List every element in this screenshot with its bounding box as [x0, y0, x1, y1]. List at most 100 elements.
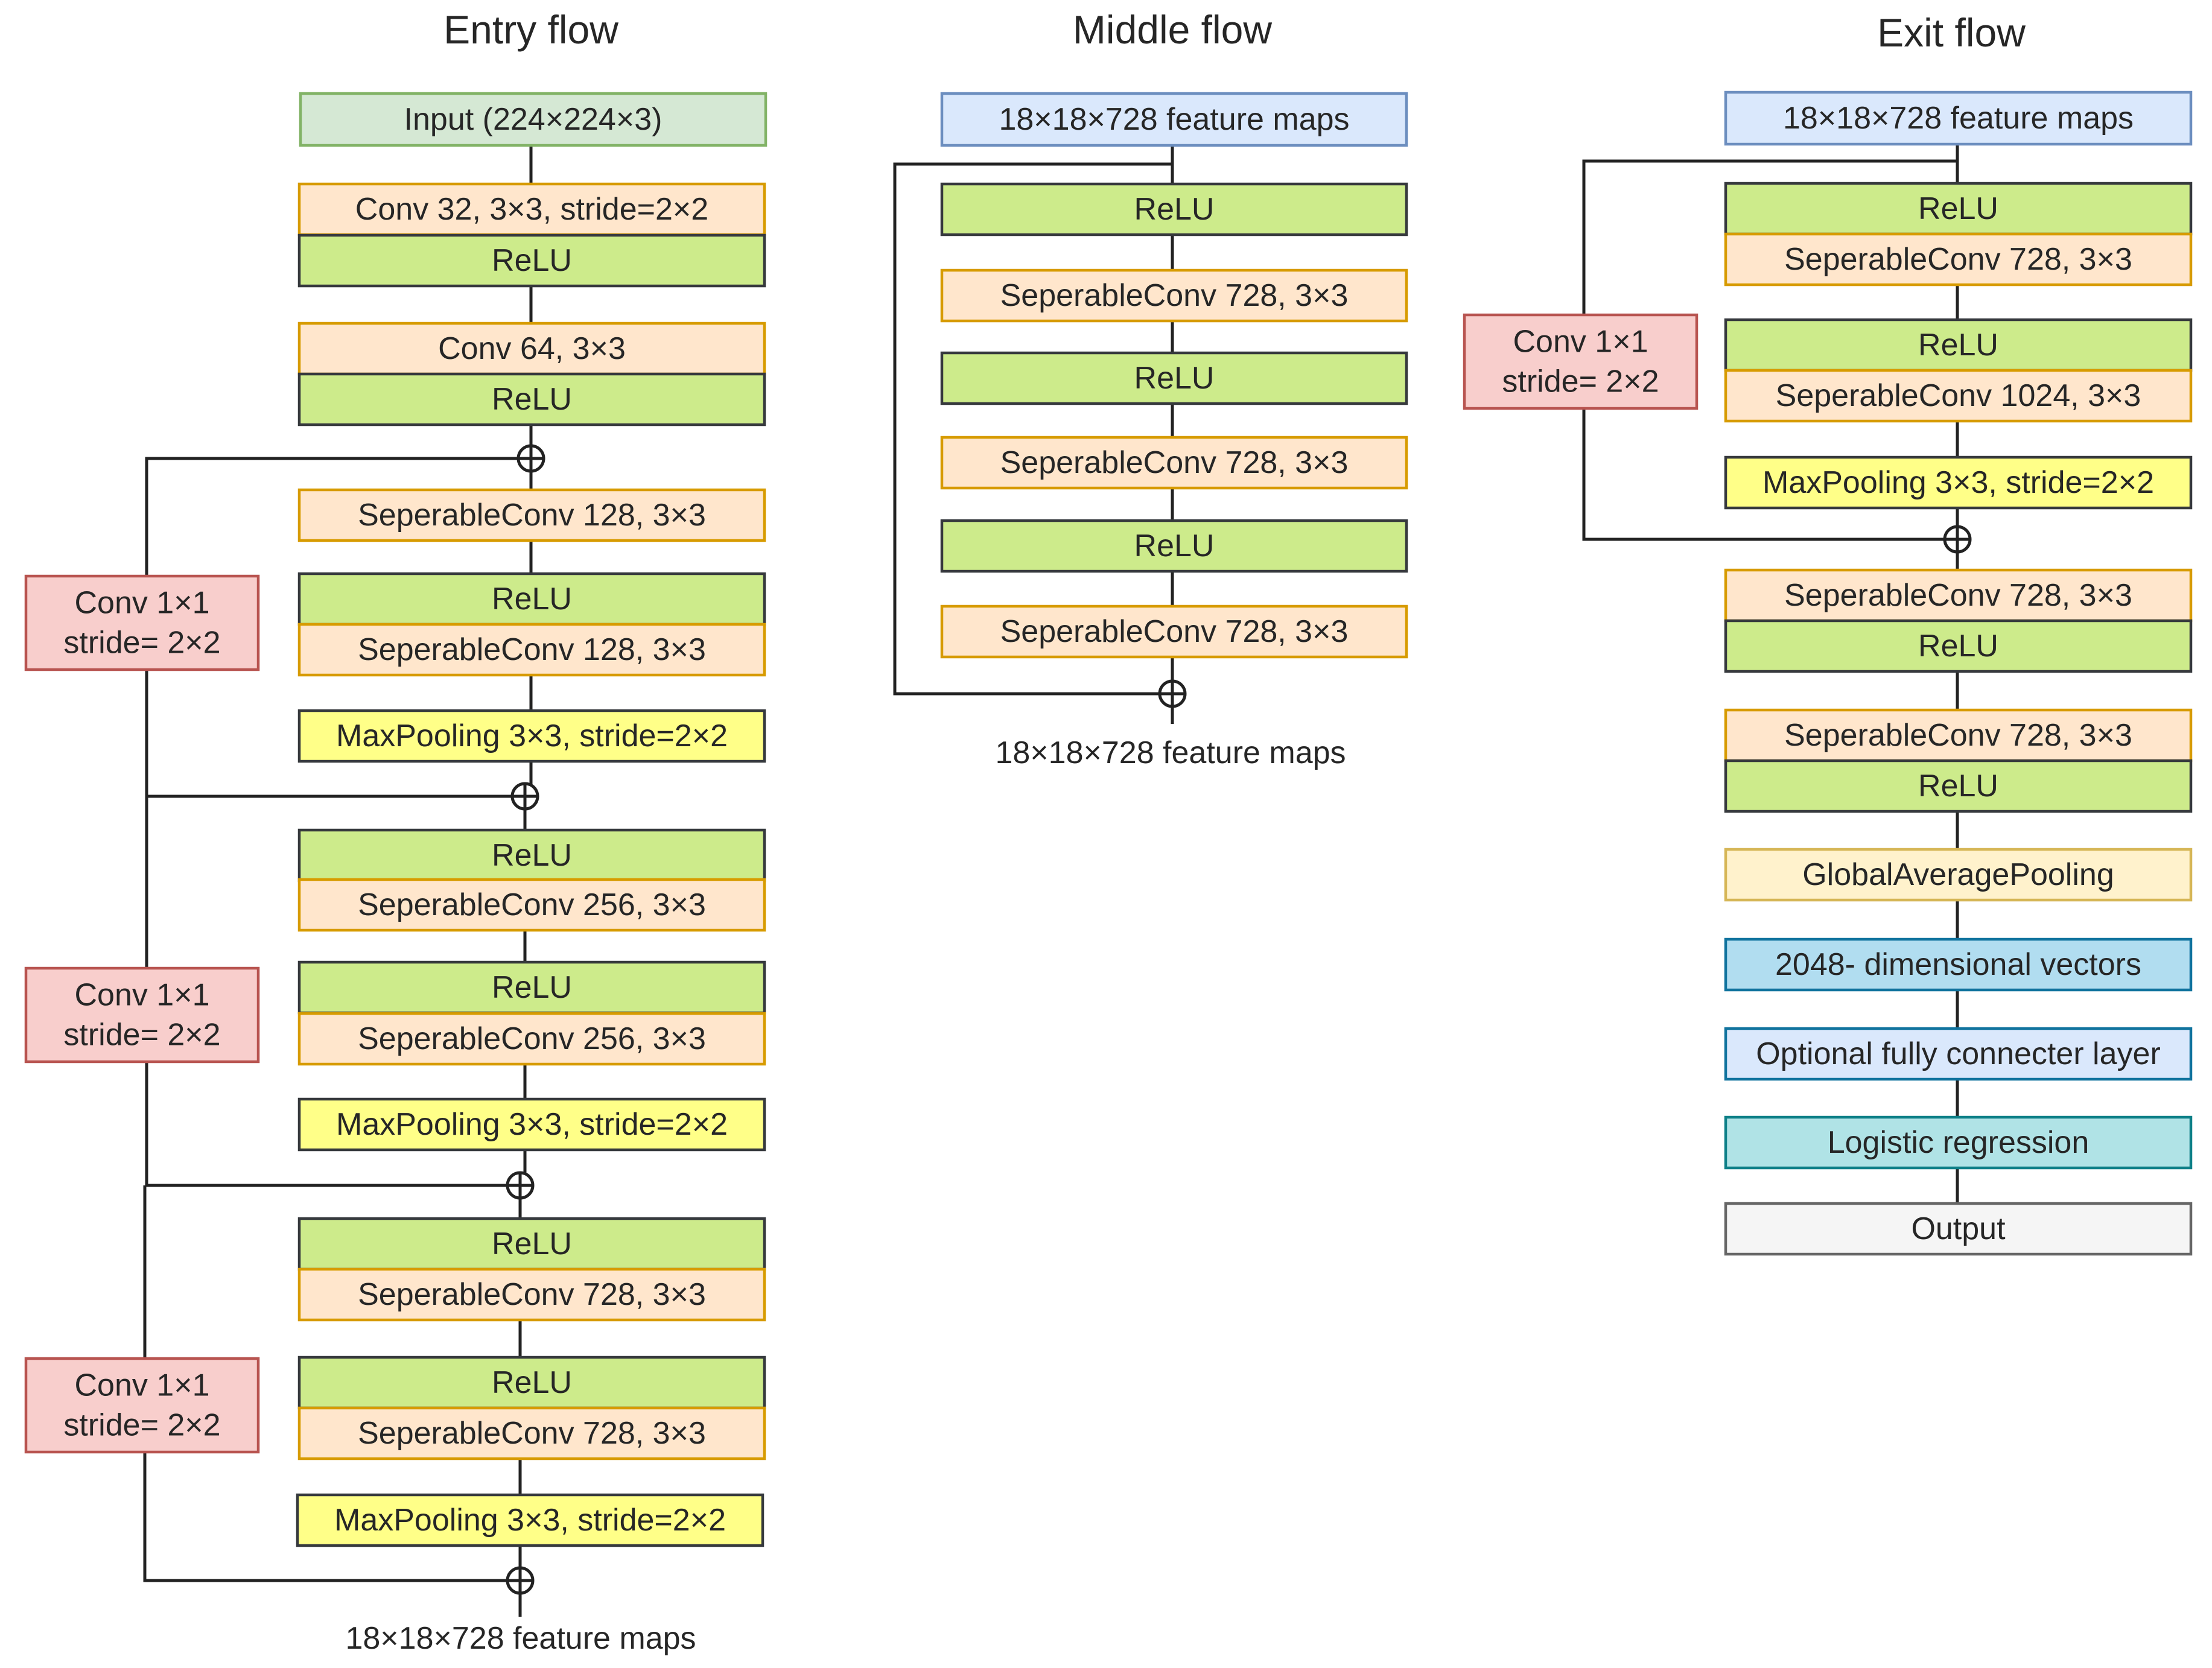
entry-relu2-box: ReLU — [297, 372, 766, 427]
entry-conv64-box-label: Conv 64, 3×3 — [438, 331, 626, 366]
exit-fc-box: Optional fully connecter layer — [1724, 1027, 2193, 1081]
exit-gap-box: GlobalAveragePooling — [1724, 848, 2193, 902]
middle-relu1-box-label: ReLU — [1134, 192, 1215, 227]
entry-sep256b-box: SeperableConv 256, 3×3 — [297, 1012, 766, 1066]
entry-pool1-box-label: MaxPooling 3×3, stride=2×2 — [336, 718, 728, 753]
exit-vectors-box-label: 2048- dimensional vectors — [1775, 947, 2141, 982]
layer-boxes: Input (224×224×3)Conv 32, 3×3, stride=2×… — [24, 90, 2193, 1547]
exit-relu3-box-rect — [1724, 619, 2193, 673]
entry-sep256b-box-label: SeperableConv 256, 3×3 — [358, 1021, 706, 1056]
exit-shortcut-box-label-1: Conv 1×1 — [1513, 325, 1648, 360]
exit-relu4-box-rect — [1724, 759, 2193, 813]
exit-relu2-box-label: ReLU — [1918, 328, 1998, 363]
exit-fc-box-label: Optional fully connecter layer — [1756, 1036, 2161, 1071]
entry-relu2-box-label: ReLU — [492, 382, 572, 417]
entry-relu3-box-label: ReLU — [492, 582, 572, 617]
exit-vectors-box-rect — [1724, 937, 2193, 992]
middle-input-box: 18×18×728 feature maps — [940, 92, 1408, 147]
exit-shortcut-box: Conv 1×1 stride= 2×2 — [1463, 313, 1699, 410]
entry-conv32-box-label: Conv 32, 3×3, stride=2×2 — [355, 192, 708, 227]
entry-sep256a-box-rect — [297, 878, 766, 932]
exit-add-node — [1943, 525, 1972, 554]
exit-sep728b-box: SeperableConv 728, 3×3 — [1724, 568, 2193, 623]
entry-pool3-box-label: MaxPooling 3×3, stride=2×2 — [334, 1503, 726, 1538]
middle-sep3-box-rect — [940, 604, 1408, 659]
exit-relu3-box: ReLU — [1724, 619, 2193, 673]
middle-relu2-box-label: ReLU — [1134, 361, 1215, 396]
exit-relu4-box-label: ReLU — [1918, 769, 1998, 804]
entry-pool1-box: MaxPooling 3×3, stride=2×2 — [297, 709, 766, 763]
entry-add-node-4 — [506, 1566, 535, 1595]
entry-relu2-box-rect — [297, 372, 766, 427]
exit-shortcut-bottom — [1582, 408, 1957, 541]
entry-add-node-3 — [506, 1171, 535, 1200]
entry-shortcut-1-top — [145, 457, 531, 576]
middle-input-box-label: 18×18×728 feature maps — [999, 102, 1349, 137]
exit-output-box: Output — [1724, 1202, 2193, 1256]
middle-sep1-box: SeperableConv 728, 3×3 — [940, 268, 1408, 323]
middle-input-box-rect — [940, 92, 1408, 147]
entry-relu5-box-rect — [297, 960, 766, 1015]
exit-sep1024-box: SeperableConv 1024, 3×3 — [1724, 369, 2193, 423]
middle-relu3-box-label: ReLU — [1134, 528, 1215, 563]
entry-pool3-box-rect — [296, 1493, 764, 1547]
exit-relu1-box: ReLU — [1724, 182, 2193, 236]
exit-sep728-box-rect — [1724, 232, 2193, 287]
middle-sep2-box: SeperableConv 728, 3×3 — [940, 436, 1408, 490]
entry-pool3-box: MaxPooling 3×3, stride=2×2 — [296, 1493, 764, 1547]
entry-relu1-box-rect — [297, 233, 766, 288]
entry-sep128a-box-rect — [297, 488, 766, 542]
entry-pool2-box-rect — [297, 1097, 766, 1152]
exit-sep728c-box-rect — [1724, 708, 2193, 763]
exit-sep728b-box-label: SeperableConv 728, 3×3 — [1784, 578, 2132, 613]
exit-sep1024-box-label: SeperableConv 1024, 3×3 — [1776, 378, 2141, 413]
middle-relu2-box-rect — [940, 351, 1408, 405]
middle-sep3-box: SeperableConv 728, 3×3 — [940, 604, 1408, 659]
entry-relu6-box-label: ReLU — [492, 1226, 572, 1261]
entry-sep728b-box: SeperableConv 728, 3×3 — [297, 1406, 766, 1460]
entry-shortcut-3-bottom — [143, 1452, 520, 1582]
entry-relu5-box-label: ReLU — [492, 970, 572, 1005]
exit-relu4-box: ReLU — [1724, 759, 2193, 813]
entry-flow-title: Entry flow — [443, 7, 618, 52]
exit-relu3-box-label: ReLU — [1918, 629, 1998, 664]
entry-sep128a-box-label: SeperableConv 128, 3×3 — [358, 498, 706, 533]
exit-output-box-label: Output — [1911, 1211, 2006, 1246]
exit-relu1-box-label: ReLU — [1918, 191, 1998, 226]
entry-shortcut-3-box-label-1: Conv 1×1 — [74, 1368, 209, 1403]
entry-sep728b-box-rect — [297, 1406, 766, 1460]
entry-relu1-box: ReLU — [297, 233, 766, 288]
exit-pool-box: MaxPooling 3×3, stride=2×2 — [1724, 455, 2193, 510]
exit-relu2-box: ReLU — [1724, 318, 2193, 372]
middle-relu3-box-rect — [940, 519, 1408, 573]
entry-sep256b-box-rect — [297, 1012, 766, 1066]
exit-shortcut-box-label-2: stride= 2×2 — [1502, 364, 1659, 399]
entry-conv64-box-rect — [297, 322, 766, 376]
entry-shortcut-3-box-rect — [24, 1357, 260, 1454]
middle-flow-title: Middle flow — [1073, 7, 1272, 52]
middle-sep1-box-label: SeperableConv 728, 3×3 — [1000, 278, 1349, 313]
exit-logreg-box-rect — [1724, 1115, 2193, 1170]
entry-shortcut-2-box-label-2: stride= 2×2 — [63, 1018, 220, 1053]
exit-sep728-box-label: SeperableConv 728, 3×3 — [1784, 242, 2132, 277]
middle-residual-loop — [893, 162, 1172, 696]
middle-sep1-box-rect — [940, 268, 1408, 323]
exit-logreg-box: Logistic regression — [1724, 1115, 2193, 1170]
entry-sep728a-box-rect — [297, 1267, 766, 1322]
exit-input-box-label: 18×18×728 feature maps — [1783, 101, 2134, 136]
exit-sep1024-box-rect — [1724, 369, 2193, 423]
entry-shortcut-1-box-label-2: stride= 2×2 — [63, 626, 220, 661]
middle-sep2-box-label: SeperableConv 728, 3×3 — [1000, 445, 1349, 480]
exit-vectors-box: 2048- dimensional vectors — [1724, 937, 2193, 992]
exit-logreg-box-label: Logistic regression — [1828, 1125, 2090, 1160]
entry-relu6-box: ReLU — [297, 1217, 766, 1271]
entry-shortcut-2-box-rect — [24, 966, 260, 1064]
entry-sep728a-box: SeperableConv 728, 3×3 — [297, 1267, 766, 1322]
entry-pool1-box-rect — [297, 709, 766, 763]
residual-add-nodes — [506, 444, 1972, 1595]
exit-gap-box-rect — [1724, 848, 2193, 902]
exit-output-box-rect — [1724, 1202, 2193, 1256]
